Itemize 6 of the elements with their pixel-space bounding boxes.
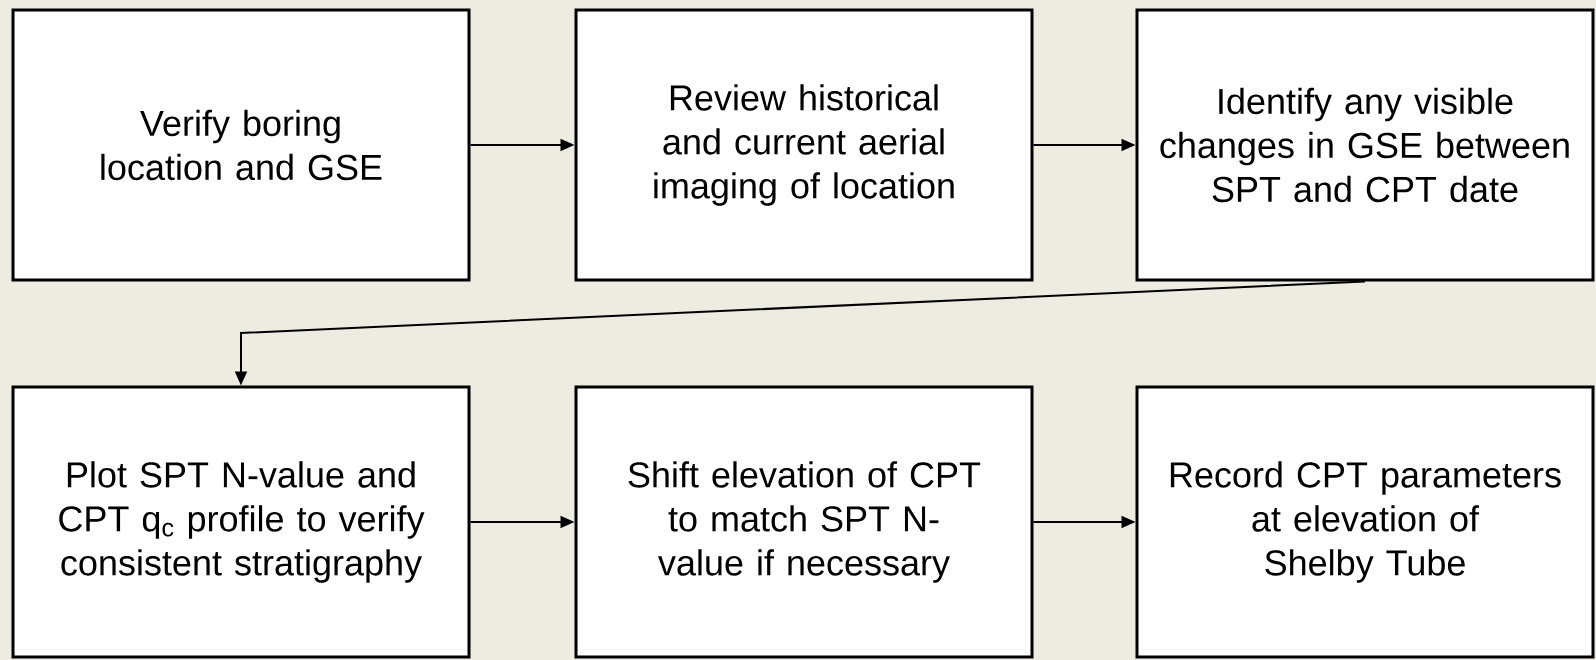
process-box: Verify boring location and GSE — [11, 8, 471, 282]
process-box: Record CPT parameters at elevation of Shelby Tube — [1135, 385, 1595, 659]
process-box: Shift elevation of CPT to match SPT N-value if necessary — [574, 385, 1034, 659]
process-box: Identify any visible changes in GSE between SPT and CPT date — [1135, 8, 1595, 282]
process-box: Review historical and current aerial imaging of location — [574, 8, 1034, 282]
process-box: Plot SPT N-value and CPT q$_{c}$ profile to verify consistent stratigraphy — [11, 385, 471, 659]
